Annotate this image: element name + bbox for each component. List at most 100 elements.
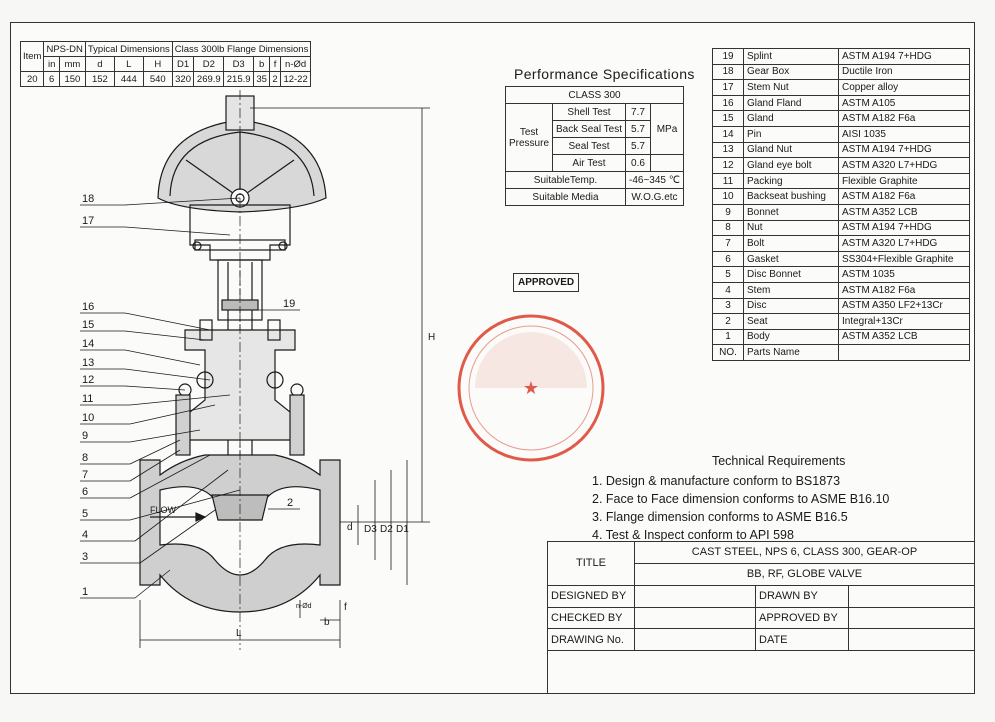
dimension-lines [139, 107, 430, 648]
part-name: Gland Nut [743, 141, 839, 159]
part-number: 18 [712, 63, 744, 81]
callout-13: 13 [82, 357, 94, 369]
title-line-2: BB, RF, GLOBE VALVE [634, 562, 975, 586]
part-material: ASTM A182 F6a [838, 281, 970, 299]
callout-17: 17 [82, 215, 94, 227]
part-number: 13 [712, 141, 744, 159]
part-name: Disc [743, 297, 839, 315]
test-value: 5.7 [624, 137, 652, 155]
approved-stamp: APPROVED [513, 273, 580, 292]
callout-18: 18 [82, 193, 94, 205]
part-material: SS304+Flexible Graphite [838, 250, 970, 268]
valve-body [139, 454, 341, 613]
parts-footer-name: Parts Name [743, 344, 839, 361]
unit-cell: MPa [650, 103, 684, 155]
part-number: 4 [712, 281, 744, 299]
part-number: 14 [712, 125, 744, 143]
test-pressure-label: Test Pressure [504, 103, 554, 172]
part-number: 2 [712, 313, 744, 330]
part-material: ASTM A105 [838, 94, 970, 112]
drawn-by-label: DRAWN BY [755, 584, 849, 608]
callout-12: 12 [82, 374, 94, 386]
part-number: 10 [712, 188, 744, 205]
company-seal: ★ [457, 314, 605, 462]
technical-title: Technical Requirements [711, 454, 846, 468]
temp-value: -46~345 ℃ [624, 171, 684, 189]
callout-8: 8 [82, 452, 88, 464]
test-value: 0.6 [624, 154, 652, 172]
part-number: 15 [712, 110, 744, 127]
temp-label: SuitableTemp. [505, 171, 626, 189]
part-name: Gland Fland [743, 94, 839, 112]
test-name: Air Test [552, 154, 626, 172]
drawing-no-label: DRAWING No. [547, 628, 635, 652]
dim-b: b [324, 617, 330, 628]
callout-5: 5 [82, 508, 88, 520]
callout-10: 10 [82, 412, 94, 424]
part-material: Ductile Iron [838, 63, 970, 81]
test-value: 5.7 [624, 120, 652, 138]
parts-footer-no: NO. [712, 344, 744, 361]
part-material: ASTM A352 LCB [838, 328, 970, 346]
part-name: Bolt [743, 235, 839, 252]
part-material: ASTM 1035 [838, 266, 970, 283]
part-name: Disc Bonnet [743, 266, 839, 283]
callout-7: 7 [82, 469, 88, 481]
dim-d3: D3 [364, 524, 377, 535]
part-material: ASTM A194 7+HDG [838, 219, 970, 237]
test-name: Shell Test [552, 103, 626, 121]
part-material: ASTM A194 7+HDG [838, 48, 970, 65]
part-material: ASTM A194 7+HDG [838, 141, 970, 159]
dim-d1: D1 [396, 524, 409, 535]
part-number: 1 [712, 328, 744, 346]
callout-14: 14 [82, 338, 94, 350]
part-material: ASTM A320 L7+HDG [838, 235, 970, 252]
part-number: 3 [712, 297, 744, 315]
part-number: 7 [712, 235, 744, 252]
handwheel [157, 95, 327, 213]
performance-title: Performance Specifications [514, 66, 695, 82]
part-material: ASTM A182 F6a [838, 110, 970, 127]
test-value: 7.7 [624, 103, 652, 121]
svg-text:★: ★ [523, 378, 539, 399]
dim-d2: D2 [380, 524, 393, 535]
part-material: ASTM A182 F6a [838, 188, 970, 205]
part-number: 5 [712, 266, 744, 283]
technical-item: 4. Test & Inspect conform to API 598 [592, 528, 794, 542]
part-material: Flexible Graphite [838, 172, 970, 190]
technical-requirements: Technical Requirements 1. Design & manuf… [592, 452, 889, 544]
date-label: DATE [755, 628, 849, 652]
callout-4: 4 [82, 529, 88, 541]
dim-cell: 35 [253, 71, 271, 87]
part-name: Gasket [743, 250, 839, 268]
part-number: 8 [712, 219, 744, 237]
part-name: Body [743, 328, 839, 346]
technical-item: 1. Design & manufacture conform to BS187… [592, 474, 841, 488]
part-name: Backseat bushing [743, 188, 839, 205]
title-block: TITLE CAST STEEL, NPS 6, CLASS 300, GEAR… [547, 541, 975, 694]
dim-n-d: n-Ød [296, 603, 312, 610]
dim-cell: 540 [142, 71, 173, 87]
part-name: Pin [743, 125, 839, 143]
approved-by-label: APPROVED BY [755, 606, 849, 630]
part-name: Bonnet [743, 203, 839, 221]
callout-2: 2 [287, 497, 293, 509]
callout-15: 15 [82, 319, 94, 331]
title-label: TITLE [547, 541, 635, 586]
callout-1: 1 [82, 586, 88, 598]
part-name: Gear Box [743, 63, 839, 81]
callout-leaders [80, 197, 300, 599]
